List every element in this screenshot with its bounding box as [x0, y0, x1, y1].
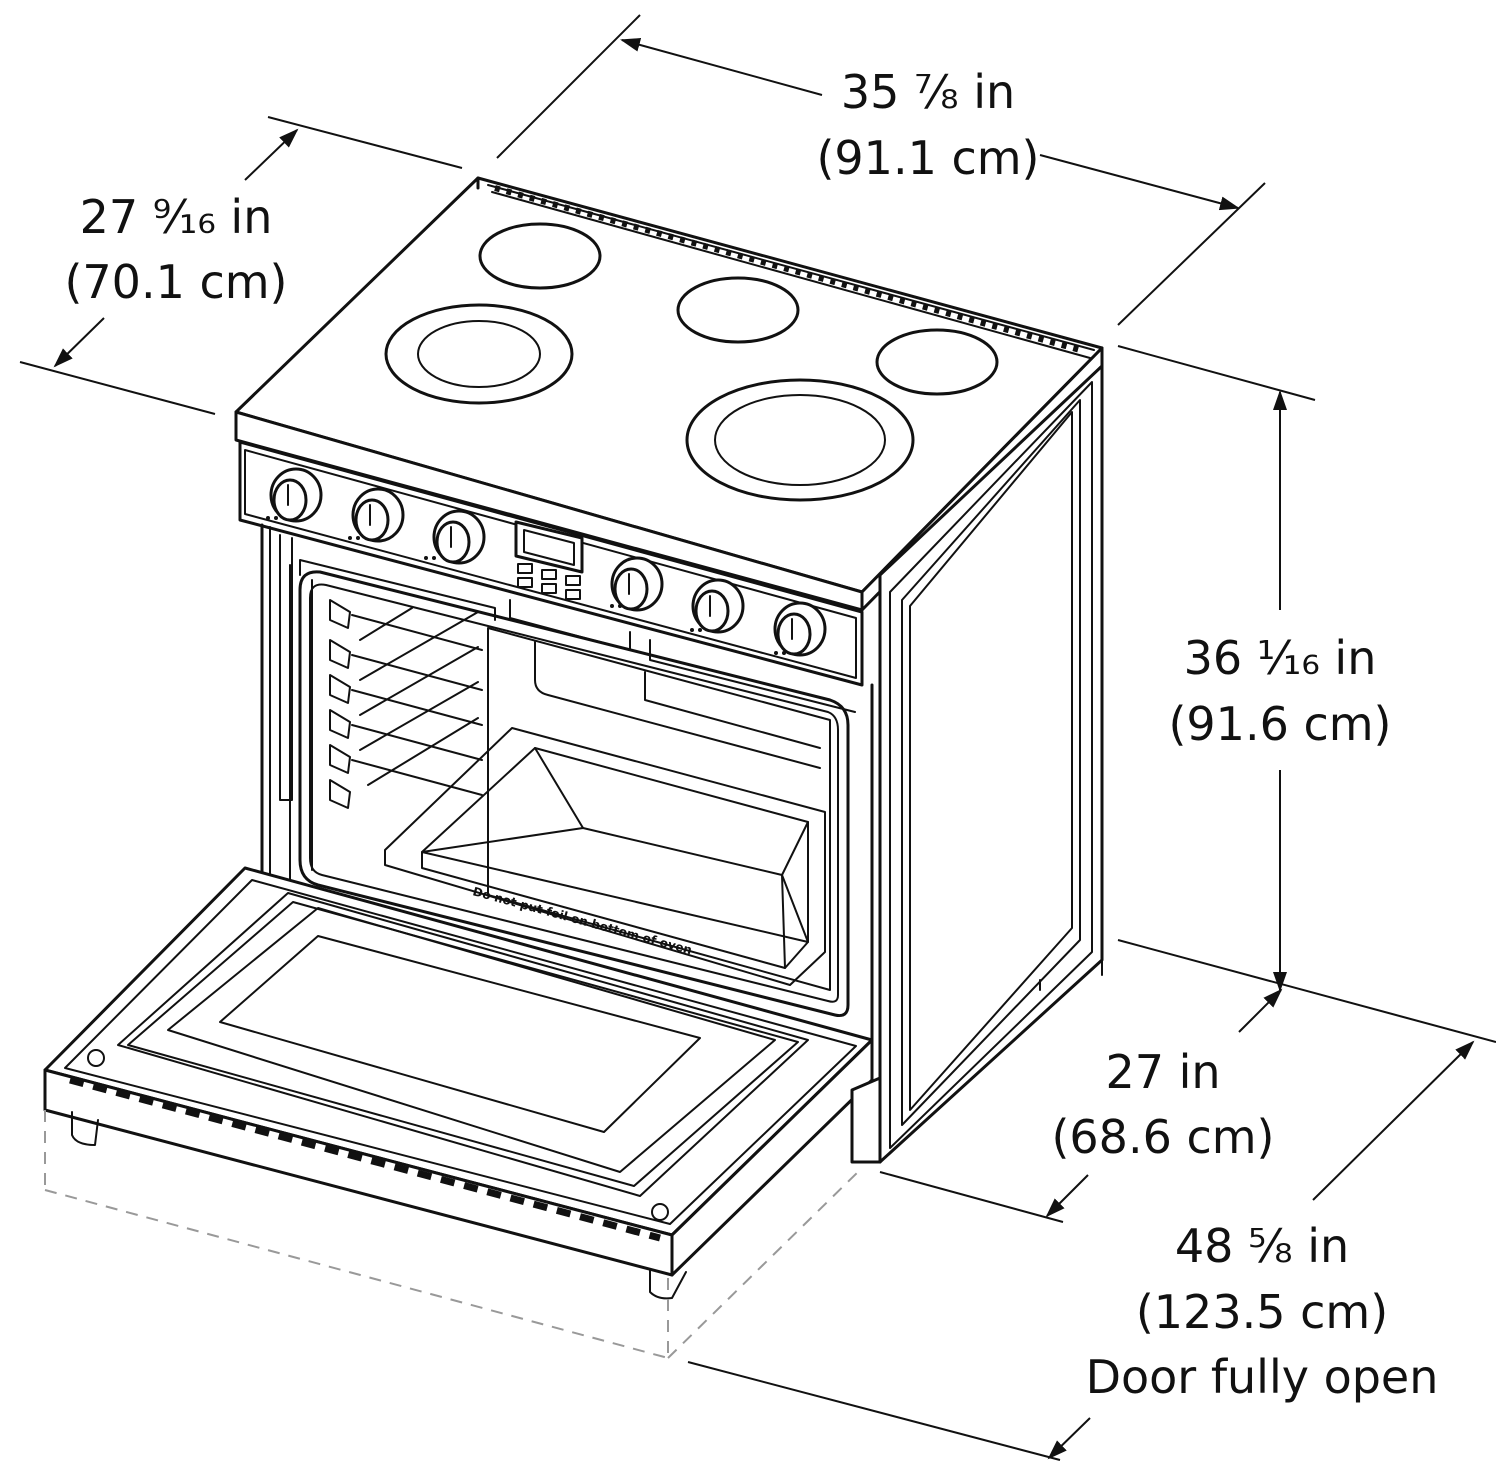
- door-window-middle: [127, 901, 799, 1187]
- oven-cavity-outer: [298, 570, 850, 1017]
- side-panel-frame-recess: [909, 411, 1073, 1111]
- cabinet-depth-arrow-bottom: [1045, 1174, 1089, 1218]
- oven-floor-tray: [384, 727, 826, 986]
- door-open-imperial-label: 48 ⅝ in: [1175, 1219, 1349, 1273]
- door-open-metric-label: (123.5 cm): [1136, 1285, 1388, 1339]
- door-foot-right: [649, 1269, 687, 1300]
- left-hinge-slot: [279, 534, 293, 801]
- burner-front-left: [384, 303, 574, 405]
- width-imperial-label: 35 ⅞ in: [841, 65, 1015, 119]
- knob-6[interactable]: [773, 601, 827, 657]
- height-metric-label: (91.6 cm): [1168, 697, 1391, 751]
- side-panel-frame-outer: [889, 381, 1093, 1149]
- back-vent-strip-inner: [491, 191, 1091, 359]
- knob-1[interactable]: [266, 467, 323, 523]
- door-window-glass: [219, 935, 701, 1133]
- oven-cavity-inner: [309, 583, 839, 1003]
- burner-front-right: [685, 378, 915, 502]
- upper-trim-center: [509, 599, 631, 651]
- upper-trim-left: [299, 559, 496, 621]
- burner-back-center: [676, 276, 800, 344]
- width-arrow-right: [1039, 154, 1240, 211]
- depth-arrow-top: [244, 128, 299, 181]
- range-drawing: Do not put foil on bottom of oven: [43, 176, 1104, 1359]
- depth-extension-back: [267, 116, 463, 169]
- knob-3[interactable]: [424, 509, 486, 565]
- dimension-labels: 35 ⅞ in (91.1 cm) 27 ⁹⁄₁₆ in (70.1 cm) 3…: [64, 65, 1438, 1404]
- height-extension-bottom: [1117, 939, 1496, 1043]
- door-vent-slots: [69, 1076, 661, 1242]
- height-extension-top: [1117, 345, 1316, 401]
- cabinet-depth-metric-label: (68.6 cm): [1051, 1110, 1274, 1164]
- depth-imperial-label: 27 ⁹⁄₁₆ in: [80, 190, 273, 244]
- burner-front-left-inner: [417, 320, 541, 388]
- knob-2[interactable]: [348, 487, 405, 543]
- width-extension-right: [1117, 182, 1266, 326]
- oven-back-wall: [487, 627, 831, 991]
- width-extension-left: [496, 14, 641, 159]
- burner-front-right-inner: [714, 394, 886, 486]
- door-open-note-label: Door fully open: [1086, 1350, 1439, 1404]
- depth-arrow-bottom: [53, 317, 105, 368]
- depth-metric-label: (70.1 cm): [64, 255, 287, 309]
- door-window-outer: [117, 892, 809, 1197]
- depth-extension-front: [19, 361, 216, 415]
- height-imperial-label: 36 ¹⁄₁₆ in: [1184, 631, 1377, 685]
- door-inner-rim: [64, 879, 857, 1225]
- knob-5[interactable]: [690, 578, 745, 634]
- back-vent-slots: [494, 185, 1081, 353]
- burner-back-left: [478, 222, 602, 290]
- cooktop-burners: [384, 222, 999, 502]
- door-window-frame: [167, 907, 776, 1173]
- oven-back-element: [534, 641, 821, 769]
- upper-trim-right: [649, 639, 856, 713]
- clock-display: [514, 520, 584, 574]
- door-swing-hidden-lines: [44, 1110, 863, 1359]
- door-open-arrow-top: [1312, 1040, 1475, 1201]
- burner-back-right: [875, 328, 999, 396]
- side-panel-frame-inner: [901, 399, 1081, 1126]
- knob-4[interactable]: [610, 556, 664, 612]
- door-open-arrow-bottom: [1047, 1417, 1091, 1460]
- cabinet-depth-imperial-label: 27 in: [1105, 1045, 1220, 1099]
- control-buttons[interactable]: [517, 563, 581, 600]
- dimension-lines: [19, 14, 1496, 1461]
- cabinet-depth-arrow-top: [1238, 988, 1283, 1033]
- toe-kick: [850, 1076, 882, 1164]
- control-knobs: [266, 467, 827, 657]
- oven-back-element-right: [644, 671, 821, 749]
- width-arrow-left: [620, 38, 823, 96]
- width-metric-label: (91.1 cm): [816, 131, 1039, 185]
- rack-supports: [329, 599, 483, 809]
- cabinet-depth-extension: [879, 1171, 1064, 1223]
- oven-door[interactable]: [43, 866, 874, 1300]
- door-foot-left: [71, 1111, 99, 1146]
- door-open-extension: [687, 1361, 1061, 1461]
